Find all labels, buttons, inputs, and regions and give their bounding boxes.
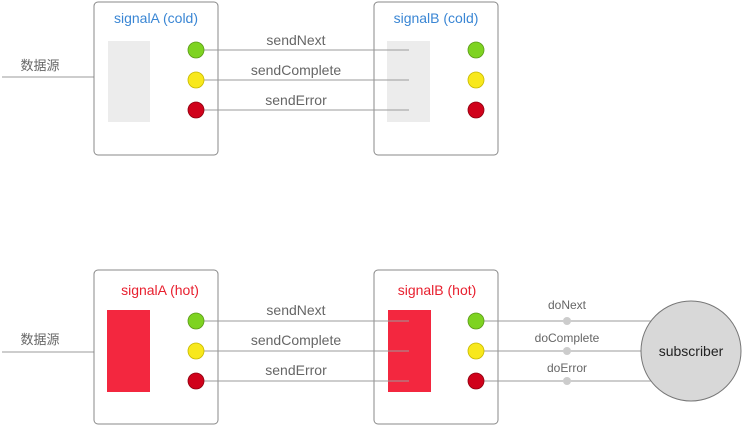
do-next-label: doNext <box>548 298 587 312</box>
do-complete-label: doComplete <box>535 331 600 345</box>
next-dot-a-cold <box>187 41 205 59</box>
do-error-tap-dot <box>563 377 571 385</box>
source-label-top: 数据源 <box>20 58 59 73</box>
signal-a-cold-title: signalA (cold) <box>114 10 198 26</box>
source-label-bottom: 数据源 <box>20 332 59 347</box>
do-error-label: doError <box>547 361 587 375</box>
send-error-label-bottom: sendError <box>265 362 327 378</box>
do-complete-tap-dot <box>563 347 571 355</box>
complete-dot-a-cold <box>187 71 205 89</box>
send-complete-label-bottom: sendComplete <box>251 332 341 348</box>
complete-dot-b-cold <box>467 71 485 89</box>
error-dot-b-cold <box>467 101 485 119</box>
complete-dot-a-hot <box>187 342 205 360</box>
subscriber-node <box>640 300 742 402</box>
error-dot-a-cold <box>187 101 205 119</box>
send-next-label-bottom: sendNext <box>266 302 325 318</box>
signal-b-cold-title: signalB (cold) <box>394 10 479 26</box>
next-dot-a-hot <box>187 312 205 330</box>
signal-a-cold-block <box>108 41 150 122</box>
error-dot-b-hot <box>467 372 485 390</box>
signal-a-hot-title: signalA (hot) <box>121 282 199 298</box>
next-dot-b-cold <box>467 41 485 59</box>
signal-b-hot-title: signalB (hot) <box>398 282 477 298</box>
send-next-label-top: sendNext <box>266 32 325 48</box>
signal-b-cold-block <box>387 41 430 122</box>
do-next-tap-dot <box>563 317 571 325</box>
send-complete-label-top: sendComplete <box>251 62 341 78</box>
subscriber-label: subscriber <box>659 343 724 359</box>
next-dot-b-hot <box>467 312 485 330</box>
error-dot-a-hot <box>187 372 205 390</box>
signal-a-hot-block <box>107 310 150 392</box>
send-error-label-top: sendError <box>265 92 327 108</box>
complete-dot-b-hot <box>467 342 485 360</box>
